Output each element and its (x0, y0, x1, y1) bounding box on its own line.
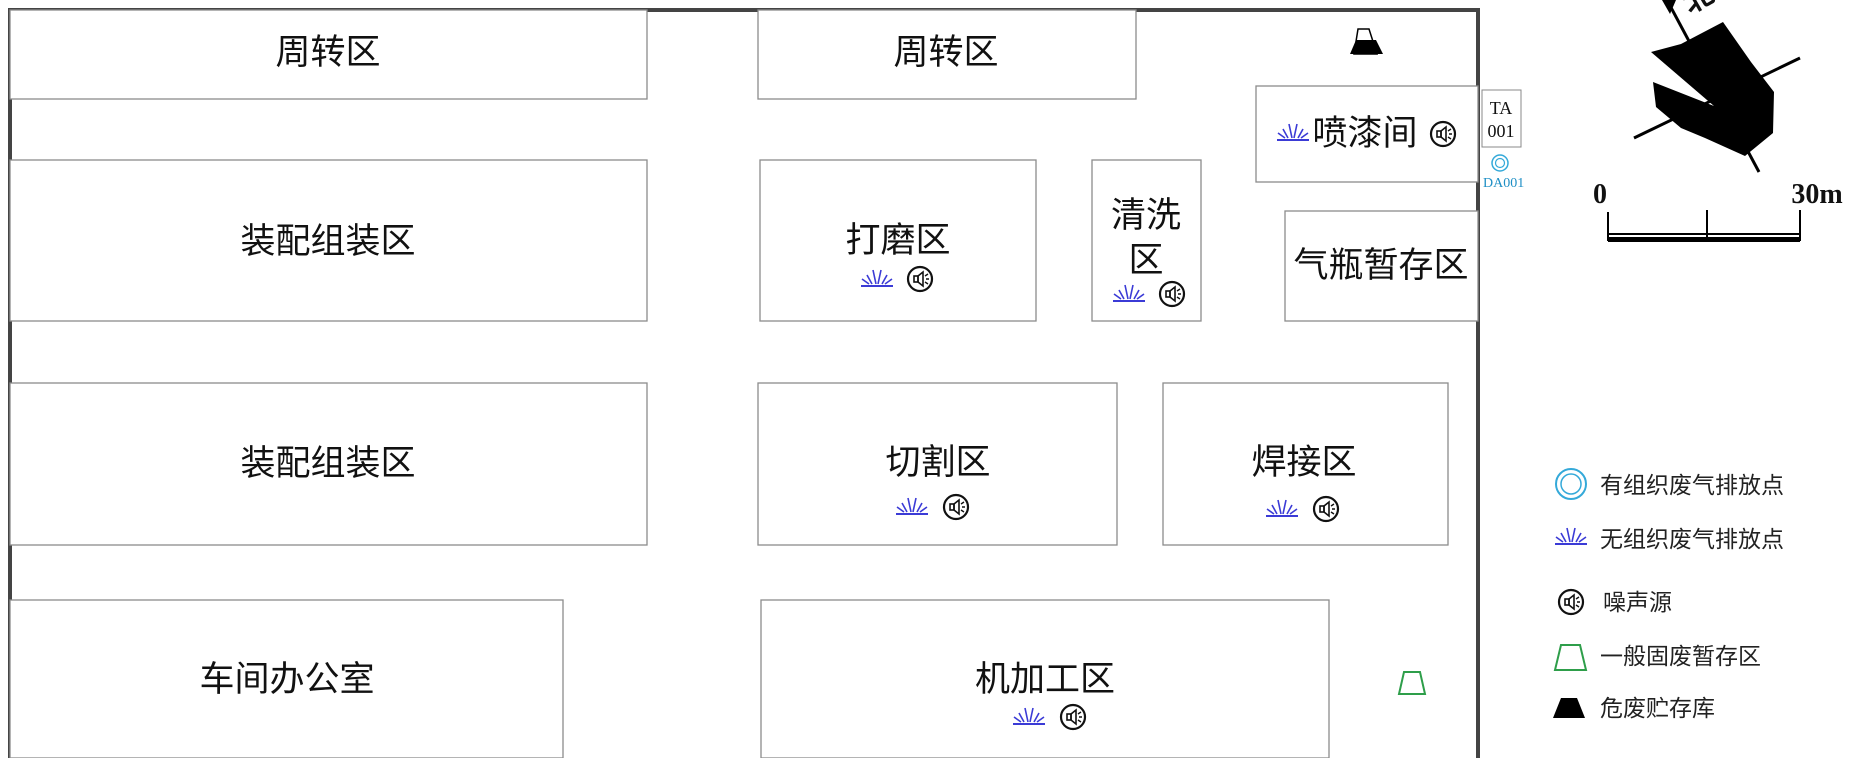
organized-emission-icon-inner (1494, 157, 1506, 169)
zone-machining (760, 599, 1330, 758)
compass-fan-icon (1651, 22, 1774, 156)
legend-organized-label: 有组织废气排放点 (1600, 473, 1784, 499)
zone-grinding-label: 打磨区 (845, 221, 950, 261)
zone-welding (1162, 382, 1449, 546)
hazardous-waste-icon-fill (1350, 40, 1383, 54)
zone-welding-label: 焊接区 (1251, 443, 1356, 483)
organized-emission-icon (1491, 154, 1509, 172)
zone-assembly-lower-label: 装配组装区 (240, 444, 415, 484)
legend-hazardous-waste-label: 危废贮存库 (1600, 696, 1715, 722)
zone-washing-label-2: 区 (1128, 241, 1163, 281)
zone-gas-cylinder (1284, 210, 1479, 322)
zone-office (9, 599, 564, 758)
zone-office-label: 车间办公室 (199, 660, 374, 700)
compass-cross-line (1633, 56, 1801, 140)
noise-source-icon (906, 265, 934, 293)
fugitive-emission-icon (1554, 527, 1588, 545)
hazardous-waste-icon (1553, 698, 1585, 718)
zone-grinding (759, 159, 1037, 322)
noise-source-icon (1158, 280, 1186, 308)
zone-turnover-mid-label: 周转区 (893, 33, 998, 73)
noise-source-icon (942, 493, 970, 521)
north-compass: 北 (1633, 0, 1801, 173)
stack-tag-line2: 001 (1488, 121, 1515, 141)
stack-tag-box (1481, 89, 1522, 148)
legend-fugitive-label: 无组织废气排放点 (1600, 527, 1784, 553)
zone-cutting-label: 切割区 (885, 443, 990, 483)
noise-source-icon (1312, 495, 1340, 523)
general-waste-icon (1553, 644, 1588, 671)
stack-id-label: DA001 (1483, 176, 1524, 191)
zone-machining-label: 机加工区 (975, 660, 1115, 700)
scale-bar: 0 30m (1593, 179, 1843, 242)
zone-assembly-lower (9, 382, 648, 546)
zone-turnover-left-label: 周转区 (275, 33, 380, 73)
scale-min-label: 0 (1593, 179, 1607, 210)
organized-emission-icon-inner (1560, 473, 1582, 495)
zone-cutting (757, 382, 1118, 546)
legend: 有组织废气排放点 无组织废气排放点 噪声源 一般固废暂存区 危废贮存库 (1553, 468, 1784, 722)
compass-arrow-icon (1662, 0, 1676, 14)
legend-general-waste-label: 一般固废暂存区 (1600, 644, 1761, 670)
zone-assembly-upper (9, 159, 648, 322)
zone-assembly-upper-label: 装配组装区 (240, 222, 415, 262)
legend-noise-label: 噪声源 (1603, 590, 1672, 616)
noise-source-icon (1429, 120, 1457, 148)
zone-gas-cylinder-label: 气瓶暂存区 (1293, 246, 1468, 286)
zone-turnover-left (9, 9, 648, 100)
zone-washing-label-1: 清洗 (1111, 196, 1181, 236)
noise-source-icon (1059, 703, 1087, 731)
zone-spray-room-label: 喷漆间 (1312, 114, 1417, 154)
zone-turnover-mid (757, 9, 1137, 100)
stack-tag-line1: TA (1490, 98, 1513, 118)
scale-max-label: 30m (1791, 179, 1842, 210)
noise-source-icon (1557, 588, 1585, 616)
compass-north-label: 北 (1677, 0, 1719, 20)
compass-needle (1665, 0, 1761, 173)
organized-emission-icon (1555, 468, 1587, 500)
general-waste-icon (1397, 671, 1427, 695)
